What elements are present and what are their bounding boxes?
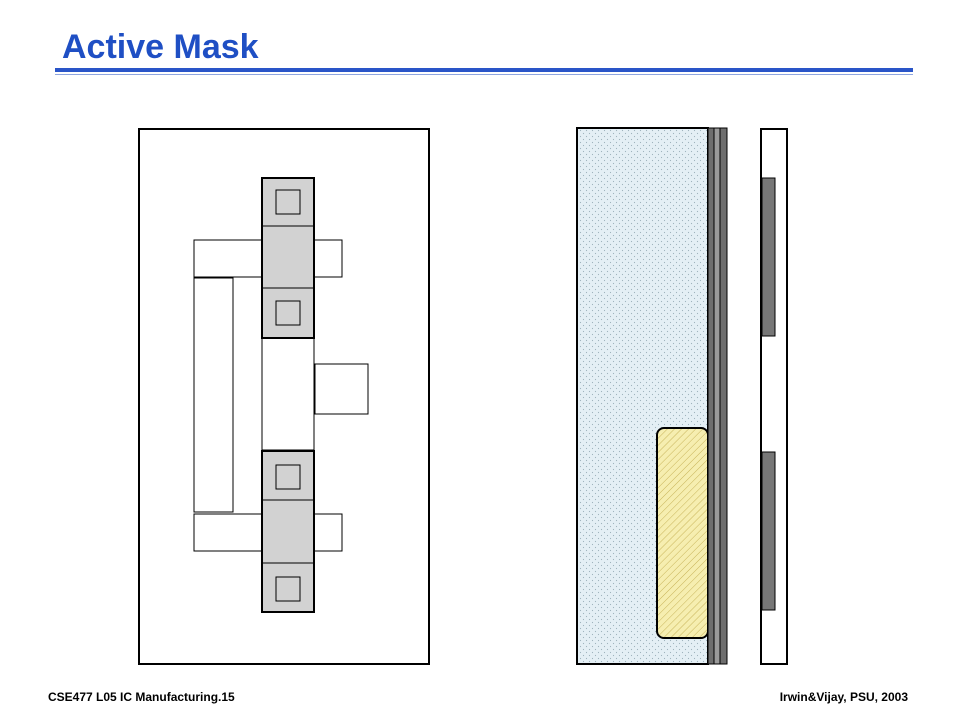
oxide-layer-1 xyxy=(707,127,715,665)
oxide-layer-2 xyxy=(713,127,721,665)
layout-bar-vertical xyxy=(193,277,234,513)
mask-opaque-bottom xyxy=(761,451,776,611)
contact-square-4 xyxy=(275,576,301,602)
layout-view xyxy=(138,128,430,665)
title-underline xyxy=(55,68,913,72)
title-underline-thin xyxy=(55,74,913,75)
cross-section-view xyxy=(576,127,728,665)
contact-square-2 xyxy=(275,300,301,326)
footer-course-info: CSE477 L05 IC Manufacturing.15 xyxy=(48,690,235,704)
contact-square-1 xyxy=(275,189,301,215)
contact-square-3 xyxy=(275,464,301,490)
doped-well xyxy=(656,427,709,639)
mask-opaque-top xyxy=(761,177,776,337)
footer-authors: Irwin&Vijay, PSU, 2003 xyxy=(779,690,908,704)
oxide-layer-3 xyxy=(719,127,728,665)
layout-contact-pad xyxy=(314,363,369,415)
mask-strip-view xyxy=(760,128,788,665)
layout-middle-region xyxy=(261,337,315,451)
slide-title: Active Mask xyxy=(62,28,259,66)
